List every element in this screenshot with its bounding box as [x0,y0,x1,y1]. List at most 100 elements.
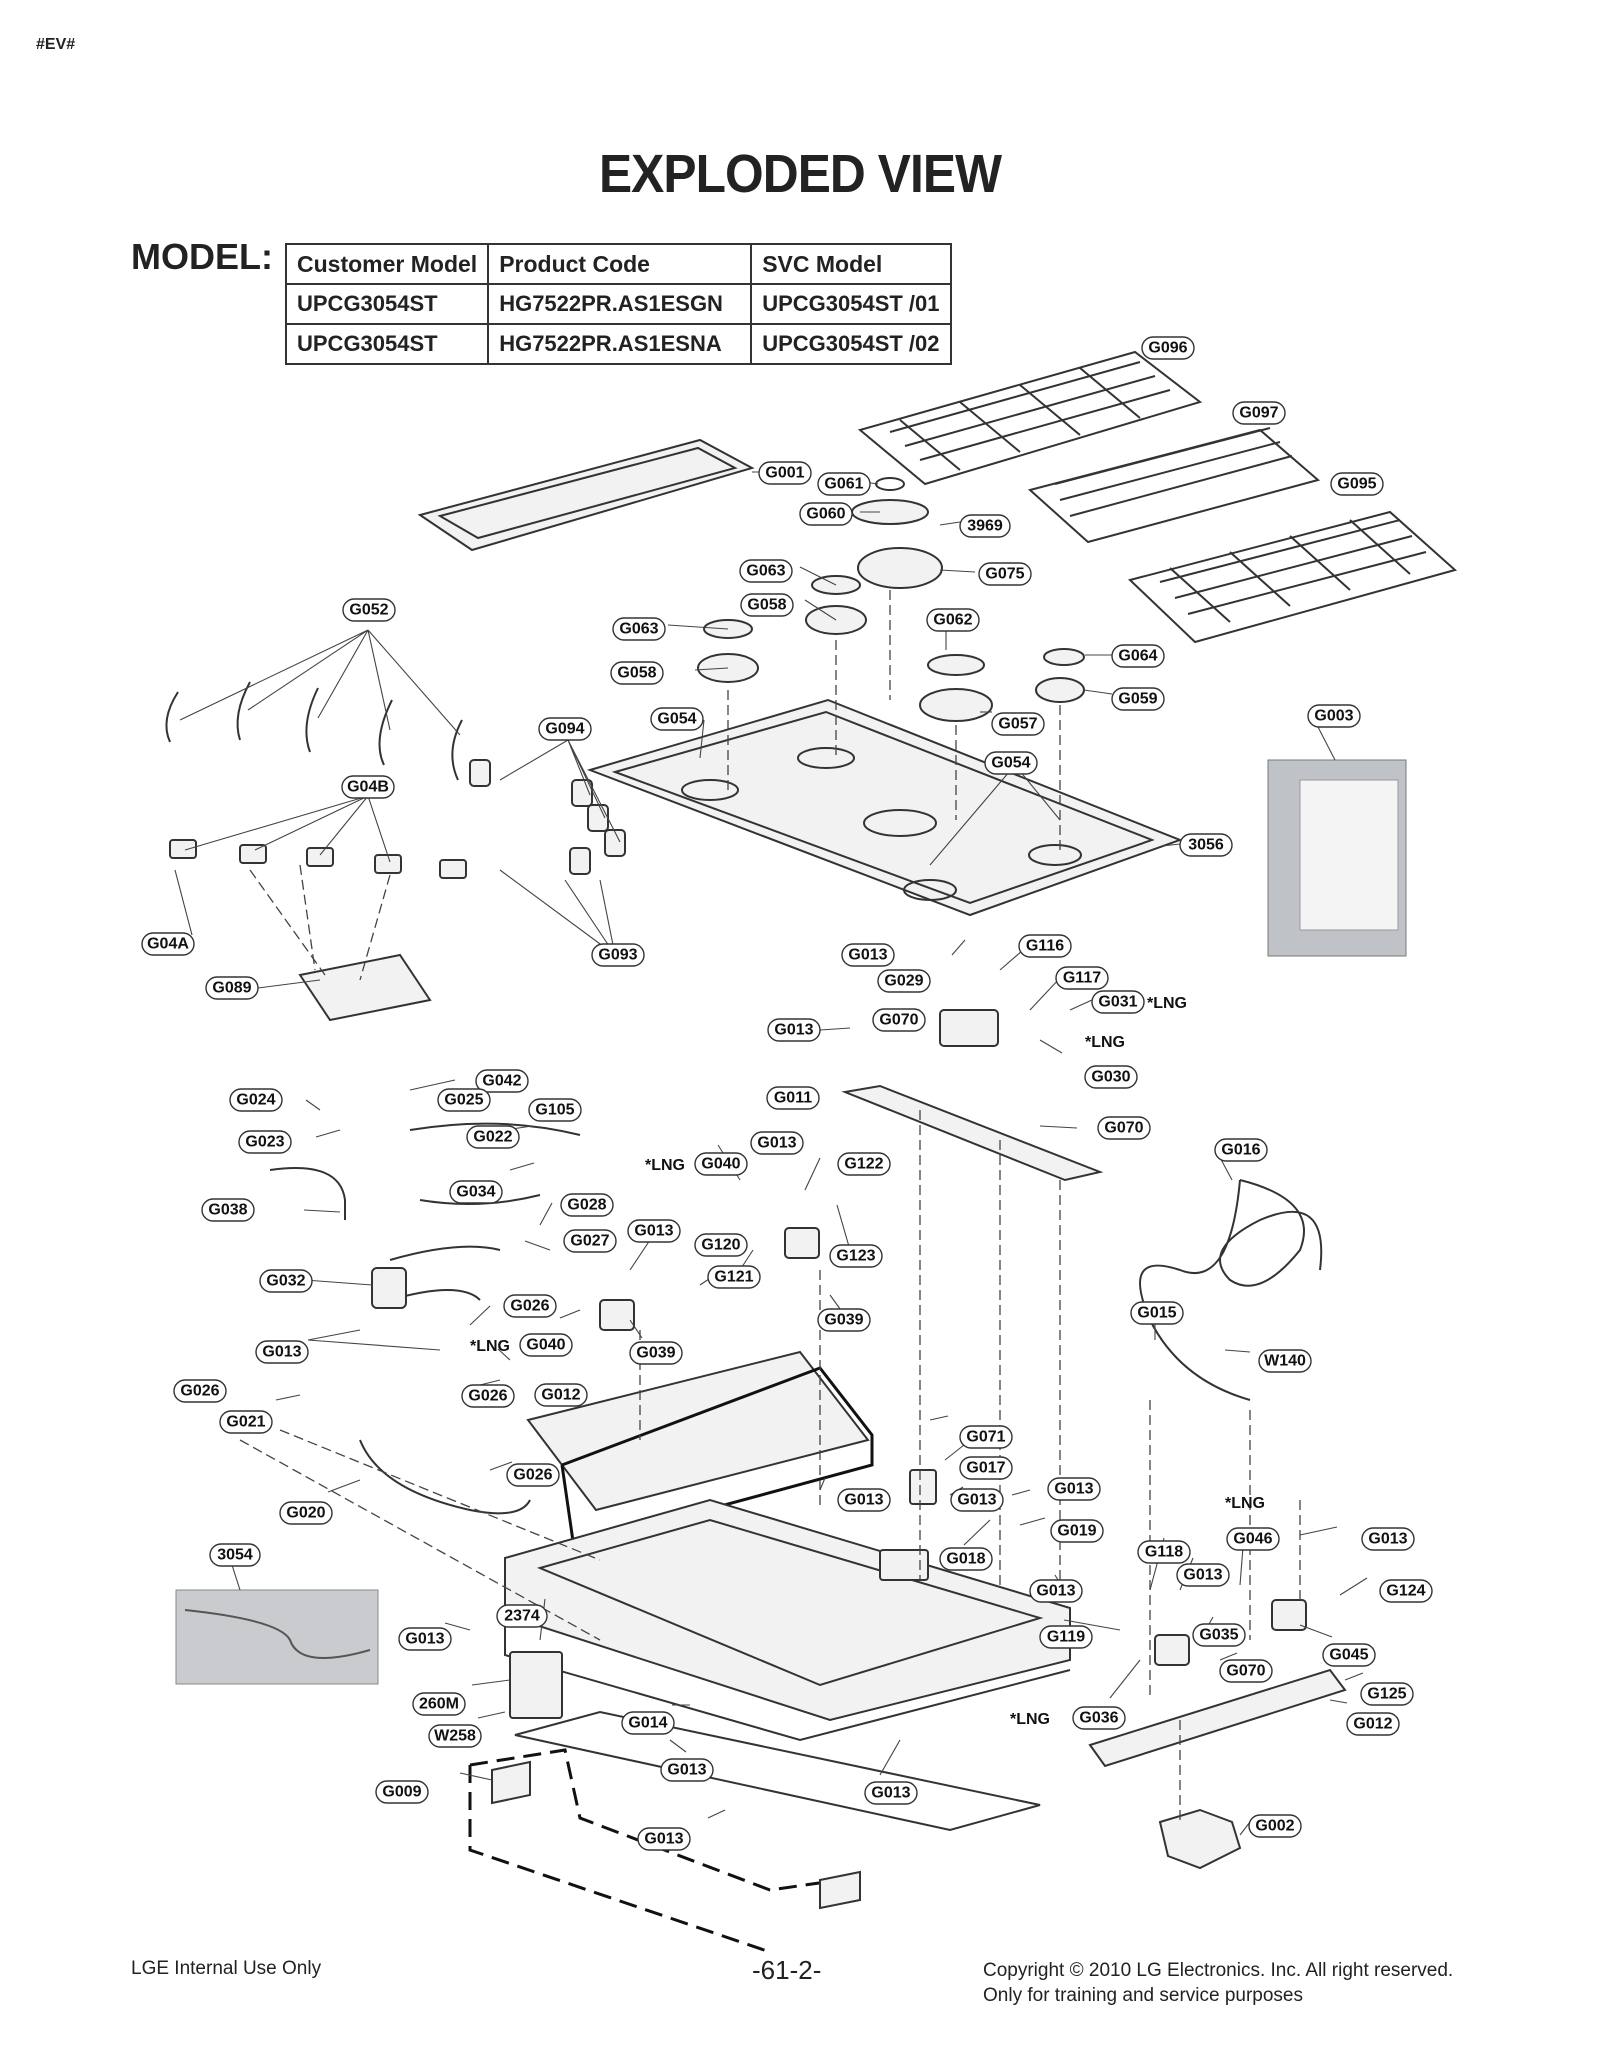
callout-g023: G023 [238,1130,292,1154]
svg-text:G122: G122 [844,1156,883,1173]
svg-text:W140: W140 [1264,1353,1306,1370]
callout-3056: 3056 [1179,833,1233,857]
module-g018-drawing [879,1549,929,1581]
svg-text:G013: G013 [871,1785,910,1802]
callout-w140: W140 [1258,1349,1312,1373]
svg-text:G04B: G04B [347,779,389,796]
rail-g012-drawing [1088,1668,1347,1768]
frame-g009-outline [468,1748,841,1954]
callout-3969: 3969 [959,514,1011,538]
svg-text:G125: G125 [1367,1686,1406,1703]
svg-text:G118: G118 [1145,1544,1183,1561]
lng-note: *LNG [470,1338,510,1355]
svg-text:G029: G029 [884,973,923,990]
callout-g013i: G013 [1361,1527,1415,1551]
callout-g013g: G013 [950,1488,1004,1512]
svg-text:G094: G094 [545,721,584,738]
callout-g059: G059 [1111,687,1165,711]
callout-g029: G029 [877,969,931,993]
svg-text:G123: G123 [836,1248,875,1265]
regulator-g032-drawing [371,1267,407,1309]
svg-text:G013: G013 [844,1492,883,1509]
svg-text:G011: G011 [774,1090,812,1107]
callout-g045: G045 [1322,1643,1376,1667]
callout-g013k: G013 [1029,1579,1083,1603]
svg-text:G120: G120 [701,1237,740,1254]
callout-g013n: G013 [864,1781,918,1805]
callout-g060: G060 [799,502,853,526]
callout-g042: G042 [475,1069,529,1093]
header-svc-model: SVC Model [750,243,952,285]
svg-text:G024: G024 [236,1092,275,1109]
svg-text:G039: G039 [824,1312,863,1329]
svg-text:G045: G045 [1329,1647,1368,1664]
svg-text:G054: G054 [657,711,696,728]
cooktop-burner-hole [797,747,855,769]
table-cell: HG7522PR.AS1ESNA [487,323,753,365]
table-cell: UPCG3054ST /01 [750,283,952,325]
cooktop-burner-hole [681,779,739,801]
callout-g009: G009 [375,1780,429,1804]
frame-g012-drawing [526,1350,870,1512]
table-cell: UPCG3054ST [284,283,490,325]
callout-g014: G014 [621,1711,675,1735]
svg-text:G022: G022 [473,1129,512,1146]
svg-text:G026: G026 [180,1383,219,1400]
callout-g018: G018 [939,1547,993,1571]
callout-g013l: G013 [398,1627,452,1651]
svg-text:G013: G013 [667,1762,706,1779]
callout-g046: G046 [1226,1527,1280,1551]
svg-text:G030: G030 [1091,1069,1130,1086]
svg-text:G013: G013 [848,947,887,964]
svg-text:G028: G028 [567,1197,606,1214]
svg-text:G013: G013 [1036,1583,1075,1600]
header-tag: #EV# [36,36,76,53]
callout-g013h: G013 [1047,1477,1101,1501]
lng-note: *LNG [1147,995,1187,1012]
callout-g013c: G013 [750,1131,804,1155]
svg-text:G013: G013 [1183,1567,1222,1584]
svg-text:G036: G036 [1079,1710,1118,1727]
callout-g123: G123 [829,1244,883,1268]
valve-g039b-drawing [599,1299,635,1331]
burner-box-drawing [504,1498,1071,1722]
table-row: UPCG3054ST HG7522PR.AS1ESNA UPCG3054ST /… [284,323,952,365]
svg-text:G020: G020 [286,1505,325,1522]
valve-g035-drawing [1154,1634,1190,1666]
callout-g054b: G054 [984,751,1038,775]
svg-text:G070: G070 [879,1012,918,1029]
cooktop-burner-hole [1028,844,1082,866]
svg-text:G093: G093 [598,947,637,964]
valve-g039a-drawing [784,1227,820,1259]
svg-text:2374: 2374 [504,1608,540,1625]
callout-g002: G002 [1248,1814,1302,1838]
svg-text:G063: G063 [619,621,658,638]
lng-note: *LNG [1010,1711,1050,1728]
svg-text:G013: G013 [1368,1531,1407,1548]
callout-g04a: G04A [141,932,195,956]
model-table: Customer Model Product Code SVC Model UP… [284,243,952,365]
callout-g020: G020 [279,1501,333,1525]
svg-text:G021: G021 [226,1414,265,1431]
svg-text:G062: G062 [933,612,972,629]
callout-g013j: G013 [1176,1563,1230,1587]
svg-text:G014: G014 [628,1715,667,1732]
cooktop-burner-hole [863,809,937,837]
svg-text:G035: G035 [1199,1627,1238,1644]
page-number: -61-2- [752,1955,822,1985]
callout-g034: G034 [449,1180,503,1204]
bracket-g017-drawing [909,1469,937,1505]
callout-g070b: G070 [1097,1116,1151,1140]
switches-drawing [169,839,467,879]
table-cell: UPCG3054ST [284,323,490,365]
svg-text:260M: 260M [419,1696,459,1713]
callout-g122: G122 [837,1152,891,1176]
burner-cap-g061 [875,477,905,491]
callout-g030: G030 [1084,1065,1138,1089]
regulator-g002-drawing [1158,1808,1242,1870]
svg-text:G057: G057 [998,716,1037,733]
svg-text:G070: G070 [1104,1120,1143,1137]
callout-g120: G120 [694,1233,748,1257]
callout-g117: G117 [1055,966,1109,990]
